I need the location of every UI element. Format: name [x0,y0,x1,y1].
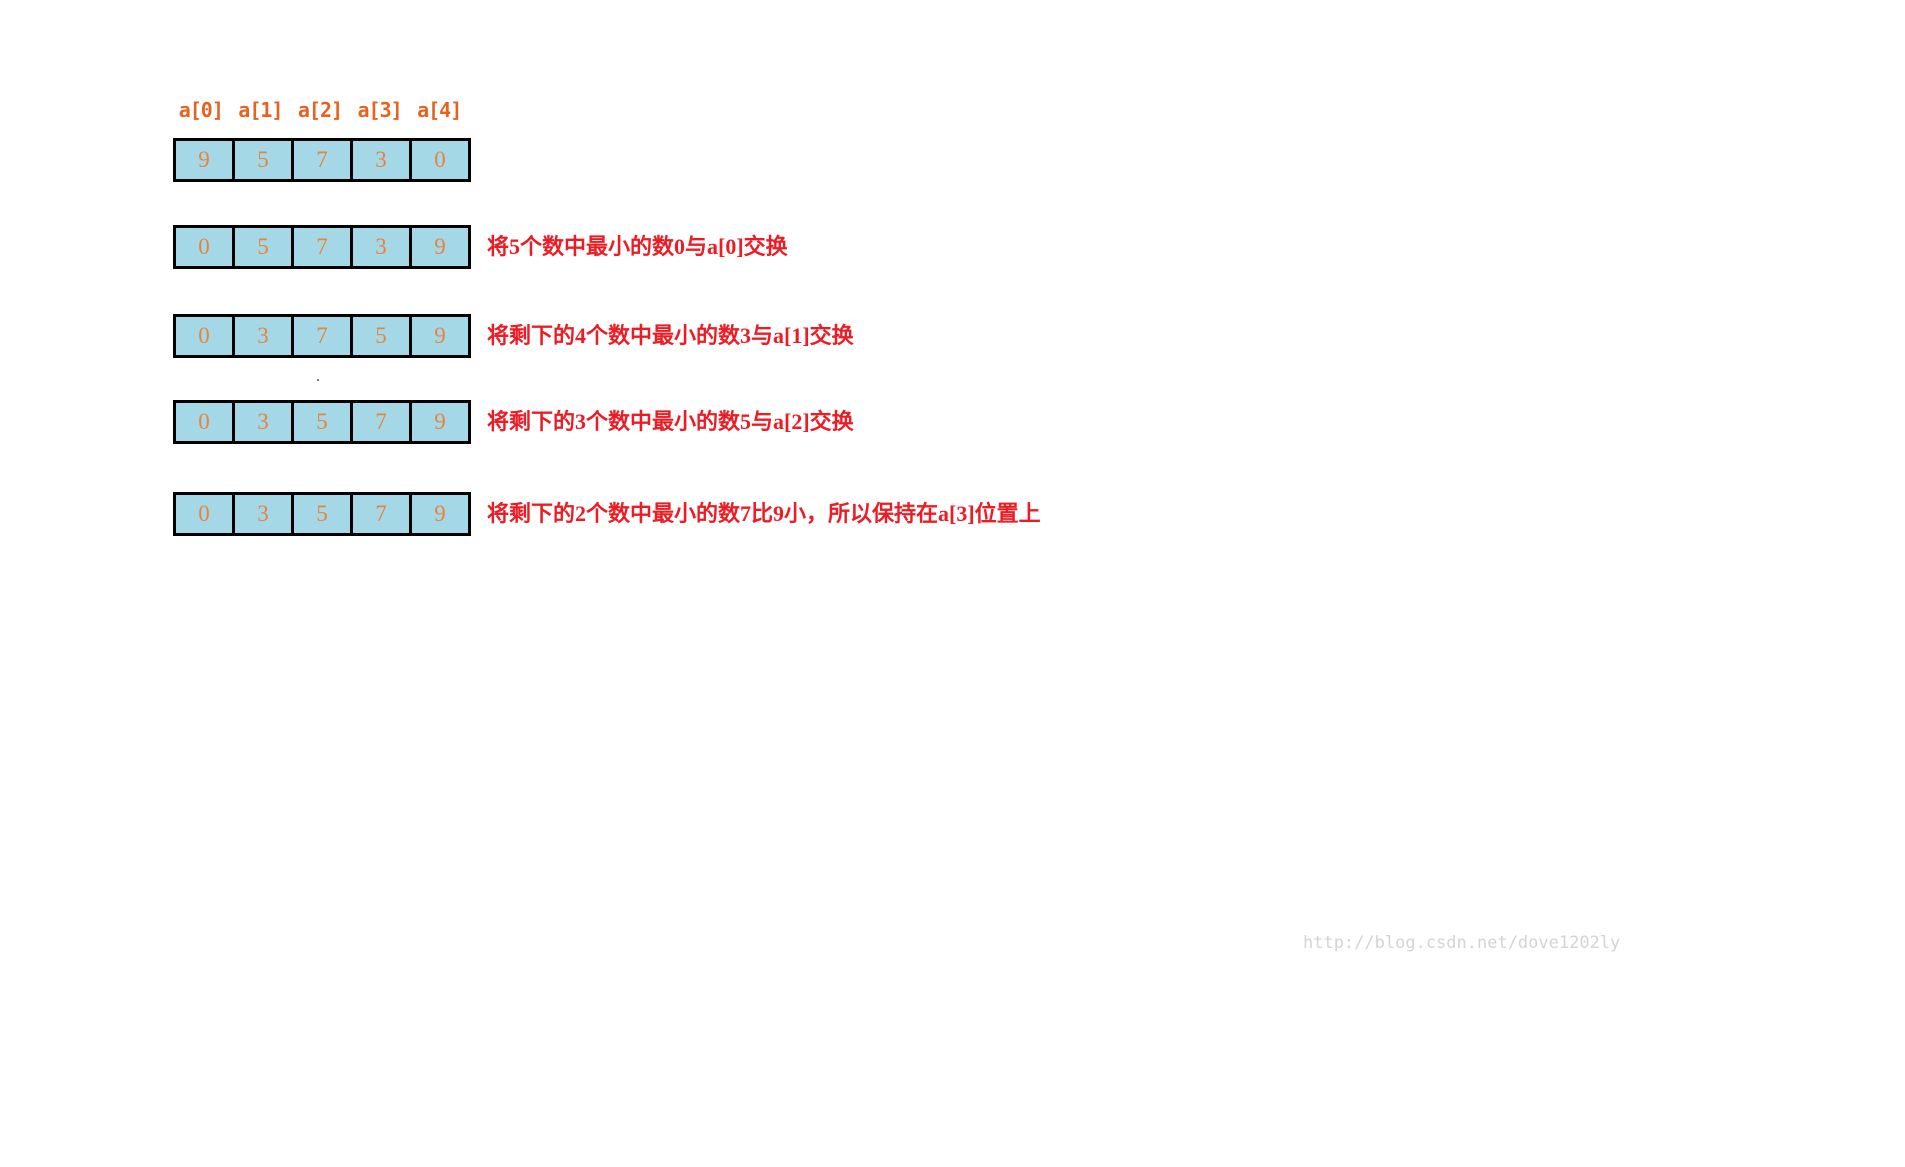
step-annotation: 将5个数中最小的数0与a[0]交换 [487,234,788,259]
cell-value: 5 [257,147,269,172]
array-cell: 3 [350,225,412,269]
index-label-a4: a[4] [417,98,462,122]
array-cell: 5 [232,138,294,182]
cell-value: 7 [316,147,328,172]
array-cell: 0 [173,314,235,358]
index-label-a3: a[3] [357,98,402,122]
cell-value: 0 [198,323,210,348]
cell-value: 3 [375,147,387,172]
index-label-a2: a[2] [297,98,343,122]
array-cell: 0 [173,400,235,444]
cell-value: 5 [316,501,328,526]
array-cell: 5 [232,225,294,269]
array-cell: 9 [409,492,471,536]
cell-value: 0 [198,409,210,434]
step-annotation: 将剩下的2个数中最小的数7比9小，所以保持在a[3]位置上 [487,501,1041,526]
cell-value: 5 [316,409,328,434]
cell-value: 5 [257,234,269,259]
index-label-a0: a[0] [178,98,224,122]
array-cell: 0 [173,225,235,269]
cell-value: 9 [434,501,446,526]
array-cells: 0 3 5 7 9 [173,492,471,536]
index-label-a1: a[1] [238,98,283,122]
array-cells: 0 5 7 3 9 [173,225,471,269]
array-cell: 3 [232,314,294,358]
cell-value: 9 [434,323,446,348]
array-cell: 3 [232,492,294,536]
array-cells: 9 5 7 3 0 [173,138,471,182]
array-cells: 0 3 5 7 9 [173,400,471,444]
array-cell: 7 [291,138,353,182]
cell-value: 9 [434,234,446,259]
cell-value: 0 [434,147,446,172]
cell-value: 9 [198,147,210,172]
step-annotation: 将剩下的4个数中最小的数3与a[1]交换 [487,323,854,348]
array-cell: 5 [291,492,353,536]
array-cell: 3 [232,400,294,444]
array-cell: 7 [291,314,353,358]
cell-value: 3 [375,234,387,259]
cell-value: 3 [257,501,269,526]
cell-value: 3 [257,323,269,348]
watermark: http://blog.csdn.net/dove1202ly [1303,933,1621,953]
index-labels: a[0] a[1] a[2] a[3] a[4] [171,98,469,122]
array-cell: 9 [409,400,471,444]
array-cell: 5 [291,400,353,444]
cell-value: 3 [257,409,269,434]
cell-value: 7 [316,234,328,259]
array-cells: 0 3 7 5 9 [173,314,471,358]
cell-value: 7 [316,323,328,348]
array-cell: 0 [173,492,235,536]
array-cell: 0 [409,138,471,182]
cell-value: 0 [198,234,210,259]
array-cell: 9 [173,138,235,182]
array-cell: 5 [350,314,412,358]
array-cell: 7 [291,225,353,269]
array-cell: 3 [350,138,412,182]
cell-value: 0 [198,501,210,526]
cell-value: 9 [434,409,446,434]
array-cell: 9 [409,314,471,358]
cell-value: 7 [375,501,387,526]
array-cell: 7 [350,492,412,536]
array-cell: 9 [409,225,471,269]
dot-mark: . [316,368,320,385]
cell-value: 5 [375,323,387,348]
array-cell: 7 [350,400,412,444]
step-annotation: 将剩下的3个数中最小的数5与a[2]交换 [487,409,854,434]
cell-value: 7 [375,409,387,434]
